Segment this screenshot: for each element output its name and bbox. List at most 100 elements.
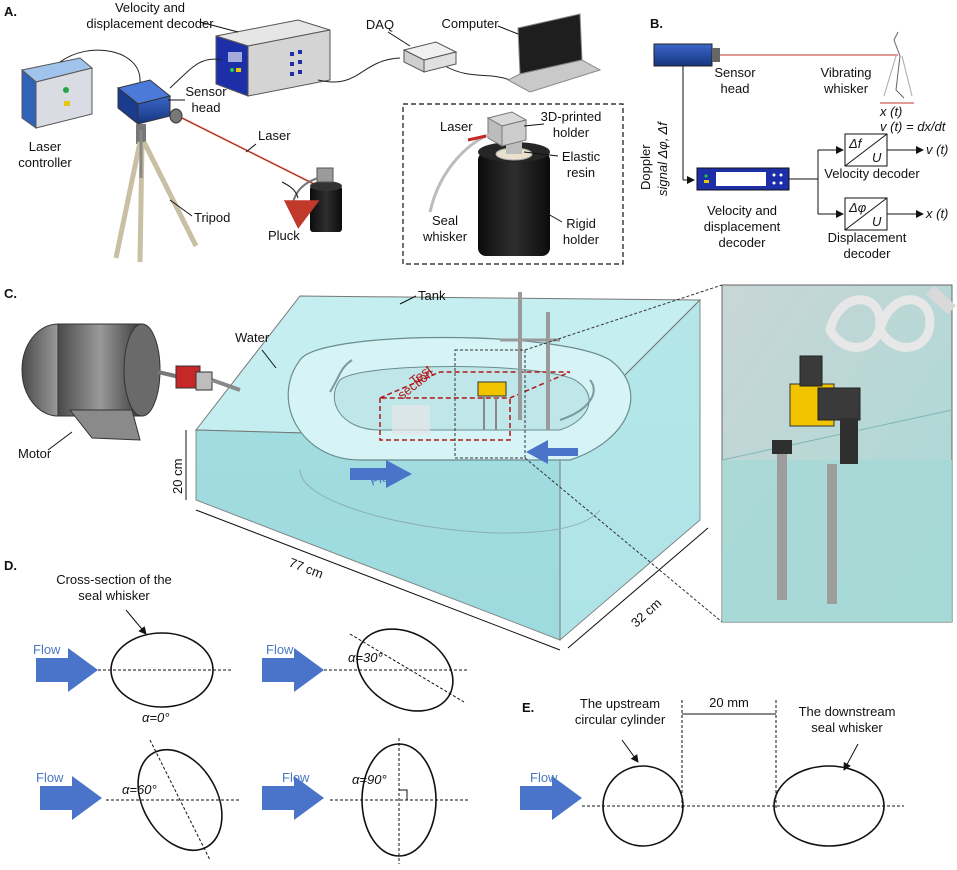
- b-whisker-device: [880, 31, 914, 104]
- small-whisker-setup: [281, 167, 342, 232]
- downstream-label-2: seal whisker: [811, 720, 883, 735]
- laser-beam: [181, 117, 319, 187]
- inset-laser-label: Laser: [440, 119, 473, 134]
- inset-rigid-label-2: holder: [563, 232, 600, 247]
- dim-length-label: 77 cm: [287, 555, 325, 582]
- velocity-decoder-leader: [199, 21, 239, 33]
- tripod-device: [113, 124, 199, 263]
- water-label: Water: [235, 330, 270, 345]
- computer-device: [506, 13, 602, 93]
- dim-length-line: [195, 509, 561, 651]
- velocity-decoder-label-2: displacement decoder: [86, 16, 214, 31]
- panel-a: A. Laser controller Velocity and displac…: [4, 0, 624, 265]
- ellipse-alpha-0: [36, 632, 232, 708]
- d-flow-label-3: Flow: [36, 770, 64, 785]
- b-sensor-head-device: [653, 43, 720, 67]
- inset-elastic-leader: [523, 151, 559, 157]
- zoom-inset-render: [721, 284, 957, 623]
- panel-c-label: C.: [4, 286, 17, 301]
- upstream-pointer: [621, 739, 639, 763]
- sensor-head-label-2: head: [192, 100, 221, 115]
- b-df-label: Δf: [848, 136, 863, 151]
- inset-elastic-label-1: Elastic: [562, 149, 601, 164]
- inset-rigid-holder: [428, 111, 550, 256]
- b-vt-equation: v (t) = dx/dt: [880, 119, 947, 134]
- d-angle-90: α=90°: [352, 772, 387, 787]
- laser-controller-label-1: Laser: [29, 139, 62, 154]
- ellipse-alpha-60: [40, 739, 240, 861]
- b-displacement-label-1: Displacement: [828, 230, 907, 245]
- dim-height-label: 20 cm: [170, 459, 185, 494]
- computer-label: Computer: [441, 16, 499, 31]
- b-v-out-label: v (t): [926, 142, 948, 157]
- inset-box: [402, 103, 624, 265]
- b-sensor-head-label-2: head: [721, 81, 750, 96]
- b-decoder-device: [696, 167, 790, 191]
- pluck-label: Pluck: [268, 228, 300, 243]
- cable-sensor: [169, 58, 223, 89]
- motor-leader: [47, 431, 73, 451]
- cable-computer: [444, 65, 511, 81]
- sensor-head-label-1: Sensor: [185, 84, 227, 99]
- b-dphi-label: Δφ: [848, 200, 867, 215]
- dim-width-line: [567, 527, 709, 649]
- panel-c: C.: [4, 284, 957, 651]
- b-displacement-label-2: decoder: [844, 246, 892, 261]
- water-leader: [261, 349, 277, 369]
- b-x-out-label: x (t): [925, 206, 948, 221]
- cross-section-pointer: [125, 609, 147, 635]
- b-xt-label: x (t): [879, 104, 902, 119]
- cable-daq: [317, 57, 401, 83]
- inset-3d-holder-label-1: 3D-printed: [541, 109, 602, 124]
- tank-device: [195, 292, 702, 642]
- laser-controller-label-2: controller: [18, 155, 72, 170]
- inset-seal-label-1: Seal: [432, 213, 458, 228]
- dim-width-label: 32 cm: [628, 595, 664, 630]
- d-angle-60: α=60°: [122, 782, 157, 797]
- inset-elastic-label-2: resin: [567, 165, 595, 180]
- daq-device: [402, 41, 458, 73]
- cross-section-label-2: seal whisker: [78, 588, 150, 603]
- b-u-label-1: U: [872, 150, 882, 165]
- d-angle-30: α=30°: [348, 650, 383, 665]
- gap-label: 20 mm: [709, 695, 749, 710]
- tank-leader: [399, 295, 417, 305]
- b-sensor-head-label-1: Sensor: [714, 65, 756, 80]
- d-flow-label-2: Flow: [266, 642, 294, 657]
- cross-section-label-1: Cross-section of the: [56, 572, 172, 587]
- inset-rigid-label-1: Rigid: [566, 216, 596, 231]
- panel-b: B. Sensor head Vibrating whisker x (t) v…: [638, 16, 948, 261]
- inset-rigid-leader: [547, 213, 563, 223]
- b-displacement-block: [844, 197, 888, 231]
- downstream-pointer: [843, 743, 859, 771]
- tripod-label: Tripod: [194, 210, 230, 225]
- b-u-label-2: U: [872, 214, 882, 229]
- laser-leader: [245, 143, 257, 153]
- zoom-connector-bottom: [524, 457, 723, 623]
- d-angle-0: α=0°: [142, 710, 169, 725]
- laser-label: Laser: [258, 128, 291, 143]
- inset-seal-label-2: whisker: [422, 229, 468, 244]
- panel-d: D. Cross-section of the seal whisker Flo…: [4, 558, 468, 864]
- d-flow-label-1: Flow: [33, 642, 61, 657]
- e-flow-label: Flow: [530, 770, 558, 785]
- motor-device: [21, 323, 241, 441]
- b-vibrating-label-2: whisker: [823, 81, 869, 96]
- upstream-label-1: The upstream: [580, 696, 660, 711]
- ellipse-alpha-90: [262, 738, 468, 864]
- upstream-label-2: circular cylinder: [575, 712, 666, 727]
- inset-3d-holder-label-2: holder: [553, 125, 590, 140]
- e-shapes: [520, 765, 904, 847]
- tank-label: Tank: [418, 288, 446, 303]
- panel-b-label: B.: [650, 16, 663, 31]
- ellipse-alpha-30: [262, 628, 468, 712]
- computer-leader: [497, 25, 519, 35]
- motor-label: Motor: [18, 446, 52, 461]
- b-velocity-block: [844, 133, 888, 167]
- d-flow-label-4: Flow: [282, 770, 310, 785]
- velocity-decoder-label-1: Velocity and: [115, 0, 185, 15]
- daq-leader: [387, 31, 411, 47]
- b-doppler-label-2: signal Δφ, Δf: [655, 121, 670, 196]
- downstream-label-1: The downstream: [799, 704, 896, 719]
